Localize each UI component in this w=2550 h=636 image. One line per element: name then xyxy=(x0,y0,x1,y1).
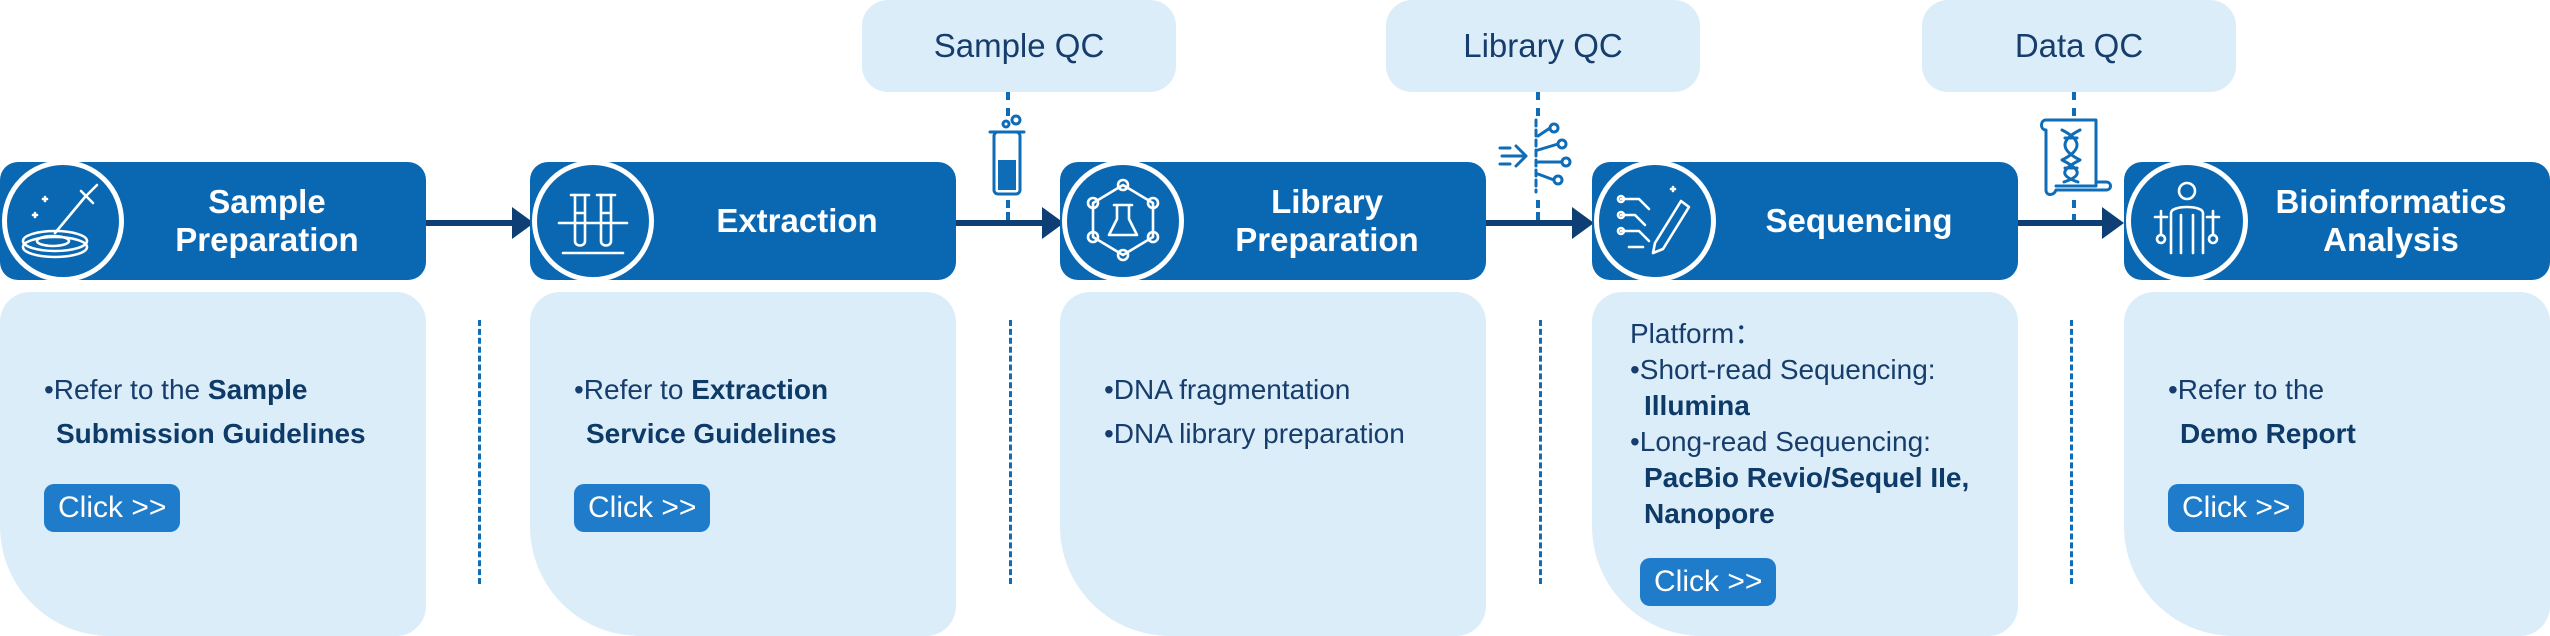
card-library-preparation: •DNA fragmentation •DNA library preparat… xyxy=(1060,292,1486,636)
platform-name: Illumina xyxy=(1644,390,1750,421)
separator xyxy=(1009,320,1012,584)
qc-connector xyxy=(2072,200,2076,222)
card-bold-text: Service Guidelines xyxy=(586,418,837,449)
click-button[interactable]: Click >> xyxy=(44,484,181,532)
dna-scroll-icon xyxy=(2040,118,2112,196)
stage-title: Sample Preparation xyxy=(175,183,359,258)
click-button[interactable]: Click >> xyxy=(2168,484,2305,532)
separator xyxy=(2070,320,2073,584)
card-bold-text: Submission Guidelines xyxy=(56,418,366,449)
qc-label: Data QC xyxy=(2014,27,2144,64)
qc-connector xyxy=(1006,200,1010,220)
stage-title: Bioinformatics Analysis xyxy=(2275,183,2507,258)
card-bold-text: Sample xyxy=(207,374,308,405)
separator xyxy=(1539,320,1542,584)
dna-sequencing-pen-icon xyxy=(1594,160,1716,282)
flow-arrow xyxy=(1486,207,1594,239)
click-button[interactable]: Click >> xyxy=(574,484,711,532)
list-item: •DNA fragmentation xyxy=(1104,374,1351,405)
card-bold-text: Demo Report xyxy=(2180,418,2356,449)
qc-label: Library QC xyxy=(1463,27,1623,64)
platform-name: Nanopore xyxy=(1644,498,1775,529)
stage-title: Extraction xyxy=(716,202,878,239)
test-tube-icon xyxy=(988,114,1026,196)
card-sequencing: Platform： •Short-read Sequencing: Illumi… xyxy=(1592,292,2018,636)
platform-label: Platform： xyxy=(1630,318,1763,349)
qc-pill-library: Library QC xyxy=(1386,0,1700,92)
qc-label: Sample QC xyxy=(933,27,1105,64)
click-button[interactable]: Click >> xyxy=(1640,558,1777,606)
qc-connector xyxy=(1536,92,1540,116)
qc-pill-data: Data QC xyxy=(1922,0,2236,92)
stage-title: Library Preparation xyxy=(1235,183,1419,258)
molecule-flask-icon xyxy=(1062,160,1184,282)
qc-connector xyxy=(2072,92,2076,116)
stage-title: Sequencing xyxy=(1765,202,1953,239)
flow-arrow xyxy=(956,207,1064,239)
petri-dish-pipette-icon xyxy=(2,160,124,282)
card-bioinformatics-analysis: •Refer to the Demo Report Click >> xyxy=(2124,292,2550,636)
filter-icon xyxy=(1498,118,1572,194)
qc-pill-sample: Sample QC xyxy=(862,0,1176,92)
card-extraction: •Refer to Extraction Service Guidelines … xyxy=(530,292,956,636)
list-item: •Short-read Sequencing: xyxy=(1630,354,1936,385)
separator xyxy=(478,320,481,584)
card-sample-preparation: •Refer to the Sample Submission Guidelin… xyxy=(0,292,426,636)
list-item: •Long-read Sequencing: xyxy=(1630,426,1931,457)
card-text: •Refer to the xyxy=(2168,374,2325,405)
analyst-person-icon xyxy=(2126,160,2248,282)
qc-connector xyxy=(1536,200,1540,220)
card-bold-text: Extraction xyxy=(691,374,829,405)
flow-arrow xyxy=(2016,207,2124,239)
card-text: •Refer to xyxy=(574,374,692,405)
card-text: •Refer to the xyxy=(44,374,208,405)
list-item: •DNA library preparation xyxy=(1104,418,1405,449)
qc-connector xyxy=(1006,92,1010,116)
test-tubes-icon xyxy=(532,160,654,282)
platform-name: PacBio Revio/Sequel IIe, xyxy=(1644,462,1970,493)
flow-arrow xyxy=(426,207,534,239)
